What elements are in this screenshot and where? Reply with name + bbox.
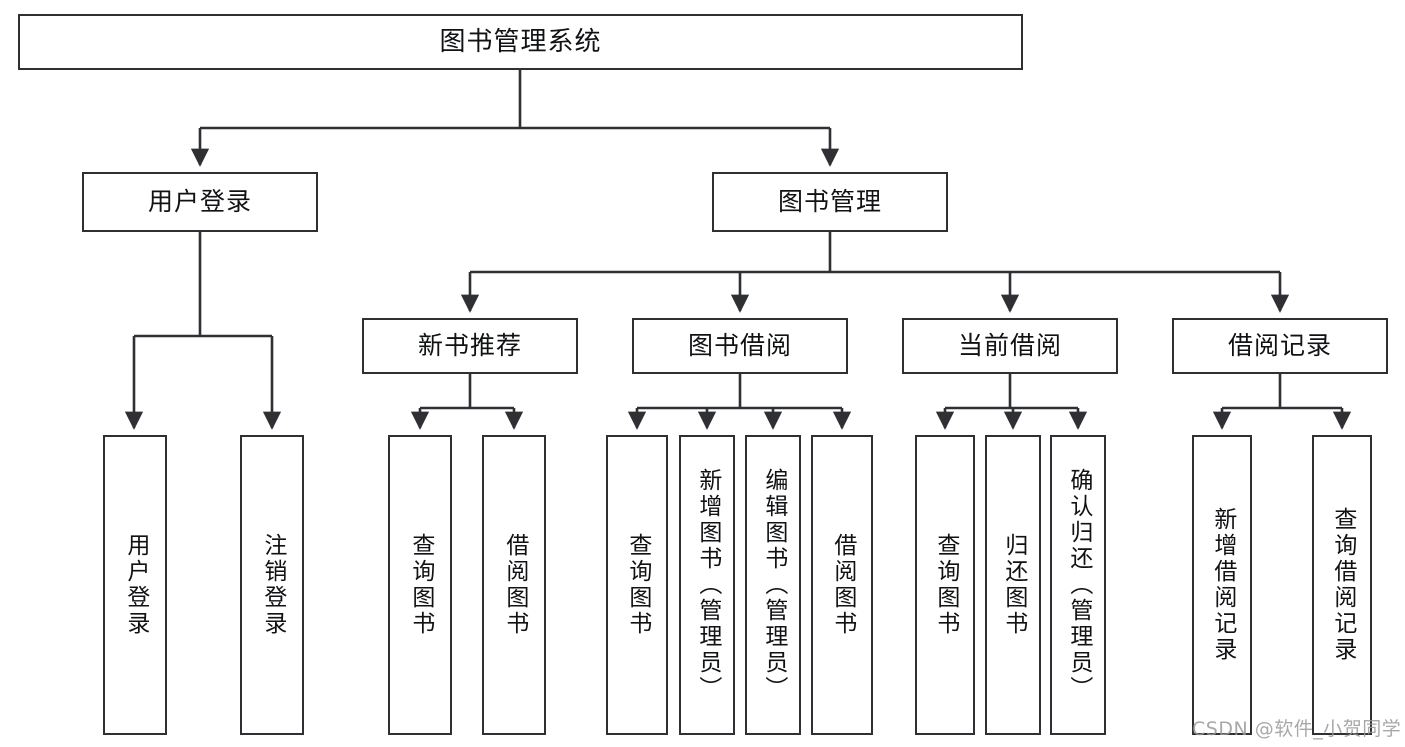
node-leaf-add-book-admin[interactable]: 新增图书（管理员） — [679, 435, 735, 735]
node-leaf-query-borrow-record[interactable]: 查询借阅记录 — [1312, 435, 1372, 735]
leaf-label: 确认归还（管理员） — [1065, 468, 1092, 702]
node-leaf-query-book-borrow[interactable]: 查询图书 — [606, 435, 668, 735]
node-current-borrow[interactable]: 当前借阅 — [902, 318, 1118, 374]
leaf-label: 借阅图书 — [829, 533, 856, 637]
node-book-borrow[interactable]: 图书借阅 — [632, 318, 848, 374]
node-book-manage[interactable]: 图书管理 — [712, 172, 948, 232]
node-new-book-recommend[interactable]: 新书推荐 — [362, 318, 578, 374]
node-leaf-user-logout[interactable]: 注销登录 — [240, 435, 304, 735]
node-leaf-user-login[interactable]: 用户登录 — [103, 435, 167, 735]
leaf-label: 借阅图书 — [501, 533, 528, 637]
leaf-label: 归还图书 — [1000, 533, 1027, 637]
leaf-label: 新增图书（管理员） — [694, 468, 721, 702]
node-leaf-query-book-current[interactable]: 查询图书 — [915, 435, 975, 735]
leaf-label: 查询图书 — [624, 533, 651, 637]
node-leaf-edit-book-admin[interactable]: 编辑图书（管理员） — [745, 435, 801, 735]
leaf-label: 用户登录 — [122, 533, 149, 637]
leaf-label: 注销登录 — [259, 533, 286, 637]
leaf-label: 新增借阅记录 — [1209, 507, 1236, 663]
leaf-label: 查询图书 — [407, 533, 434, 637]
node-root-system[interactable]: 图书管理系统 — [18, 14, 1023, 70]
node-leaf-borrow-book-rec[interactable]: 借阅图书 — [482, 435, 546, 735]
node-leaf-borrow-book[interactable]: 借阅图书 — [811, 435, 873, 735]
leaf-label: 编辑图书（管理员） — [760, 468, 787, 702]
node-leaf-return-book[interactable]: 归还图书 — [985, 435, 1041, 735]
leaf-label: 查询借阅记录 — [1329, 507, 1356, 663]
node-user-login[interactable]: 用户登录 — [82, 172, 318, 232]
csdn-watermark: CSDN @软件_小贺同学 — [1192, 718, 1402, 740]
node-leaf-query-book-rec[interactable]: 查询图书 — [388, 435, 452, 735]
leaf-label: 查询图书 — [932, 533, 959, 637]
node-leaf-add-borrow-record[interactable]: 新增借阅记录 — [1192, 435, 1252, 735]
node-leaf-confirm-return-admin[interactable]: 确认归还（管理员） — [1050, 435, 1106, 735]
node-borrow-record[interactable]: 借阅记录 — [1172, 318, 1388, 374]
